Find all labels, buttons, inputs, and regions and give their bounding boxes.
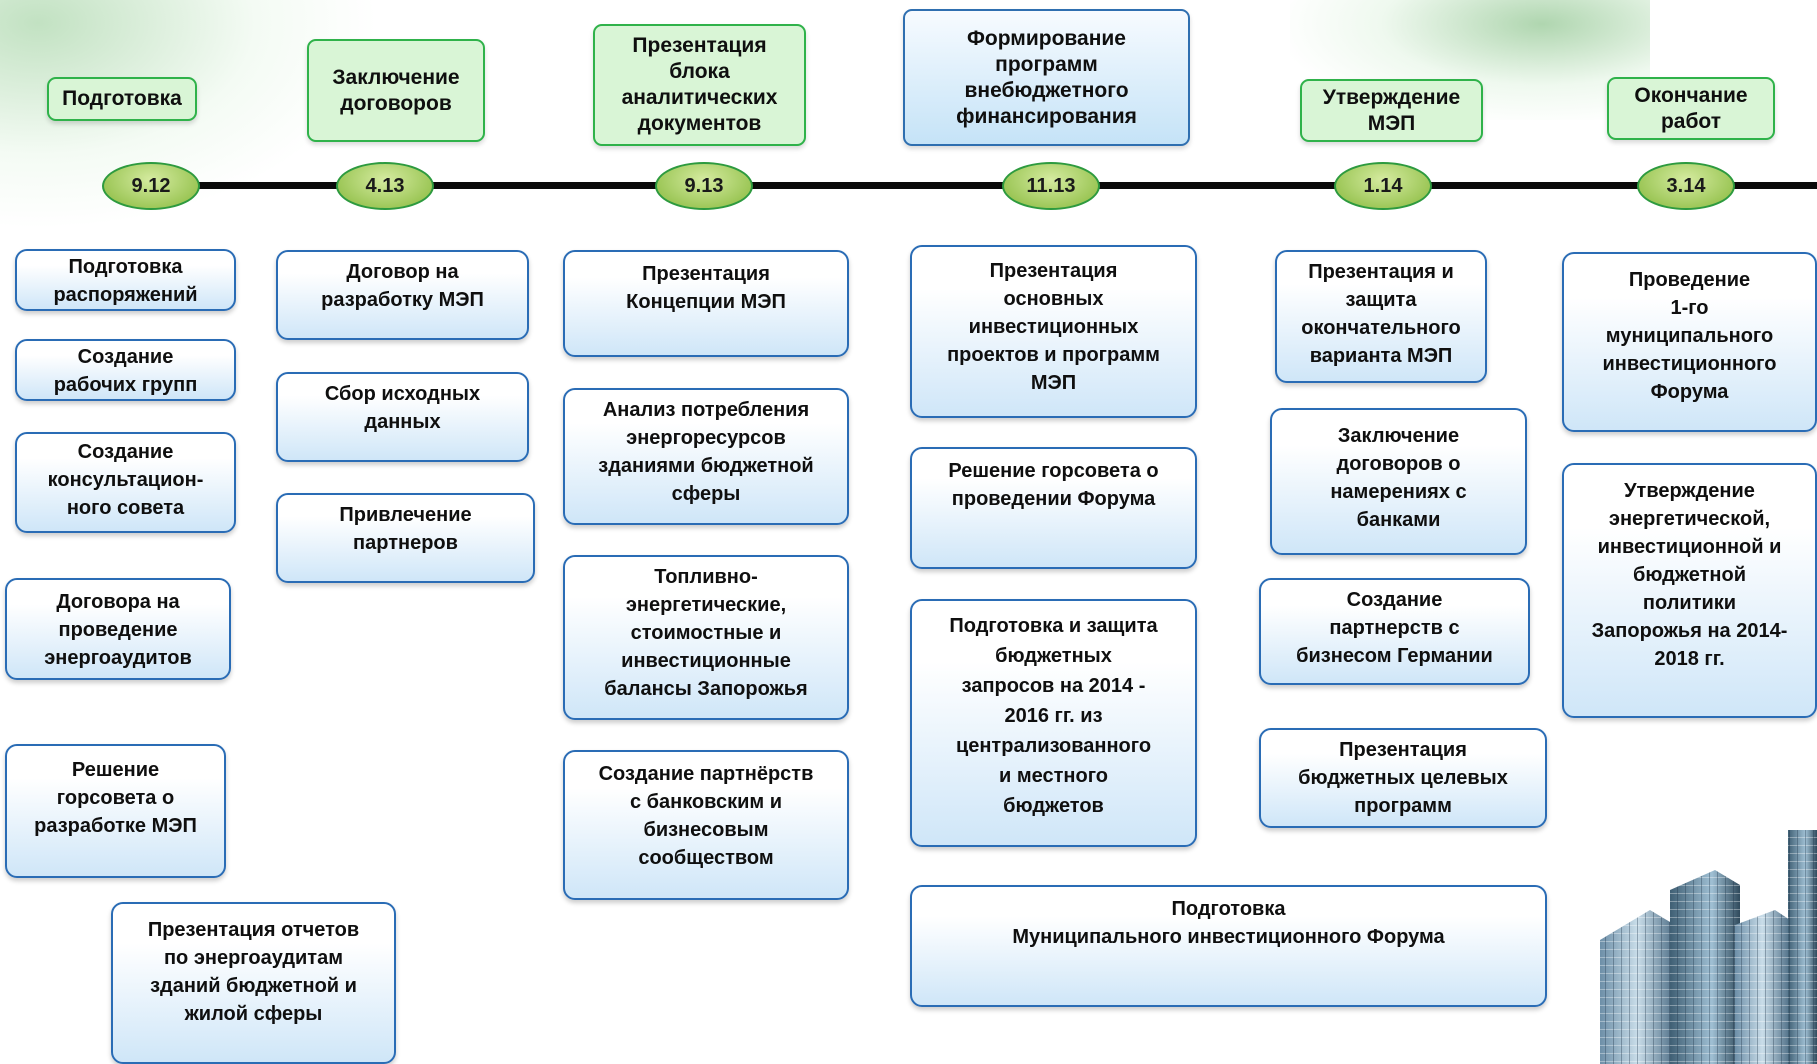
task-box: Создание рабочих групп: [15, 339, 236, 401]
task-box: Проведение 1-го муниципального инвестици…: [1562, 252, 1817, 432]
task-box: Презентация отчетов по энергоаудитам зда…: [111, 902, 396, 1064]
milestone-work-completion: Окончание работ: [1607, 77, 1775, 140]
task-box: Анализ потребления энергоресурсов здания…: [563, 388, 849, 525]
timeline-line: [130, 182, 1817, 189]
task-box: Презентация бюджетных целевых программ: [1259, 728, 1547, 828]
milestone-preparation: Подготовка: [47, 77, 197, 121]
date-marker-4: 11.13: [1002, 162, 1100, 210]
date-marker-6: 3.14: [1637, 162, 1735, 210]
milestone-extrabudget-programs: Формирование программ внебюджетного фина…: [903, 9, 1190, 146]
task-box: Решение горсовета о разработке МЭП: [5, 744, 226, 878]
milestone-contracts: Заключение договоров: [307, 39, 485, 142]
task-box: Договор на разработку МЭП: [276, 250, 529, 340]
task-box: Подготовка Муниципального инвестиционног…: [910, 885, 1547, 1007]
skyscrapers-illustration: [1600, 830, 1817, 1064]
task-box: Подготовка распоряжений: [15, 249, 236, 311]
task-box: Создание партнёрств с банковским и бизне…: [563, 750, 849, 900]
milestone-mep-approval: Утверждение МЭП: [1300, 79, 1483, 142]
task-box: Топливно- энергетические, стоимостные и …: [563, 555, 849, 720]
date-marker-2: 4.13: [336, 162, 434, 210]
milestone-analytics-presentation: Презентация блока аналитических документ…: [593, 24, 806, 146]
task-box: Сбор исходных данных: [276, 372, 529, 462]
task-box: Презентация основных инвестиционных прое…: [910, 245, 1197, 418]
date-marker-5: 1.14: [1334, 162, 1432, 210]
task-box: Создание консультацион- ного совета: [15, 432, 236, 533]
task-box: Решение горсовета о проведении Форума: [910, 447, 1197, 569]
task-box: Подготовка и защита бюджетных запросов н…: [910, 599, 1197, 847]
date-marker-1: 9.12: [102, 162, 200, 210]
task-box: Утверждение энергетической, инвестиционн…: [1562, 463, 1817, 718]
task-box: Создание партнерств с бизнесом Германии: [1259, 578, 1530, 685]
task-box: Привлечение партнеров: [276, 493, 535, 583]
task-box: Заключение договоров о намерениях с банк…: [1270, 408, 1527, 555]
task-box: Презентация и защита окончательного вари…: [1275, 250, 1487, 383]
task-box: Презентация Концепции МЭП: [563, 250, 849, 357]
date-marker-3: 9.13: [655, 162, 753, 210]
task-box: Договора на проведение энергоаудитов: [5, 578, 231, 680]
